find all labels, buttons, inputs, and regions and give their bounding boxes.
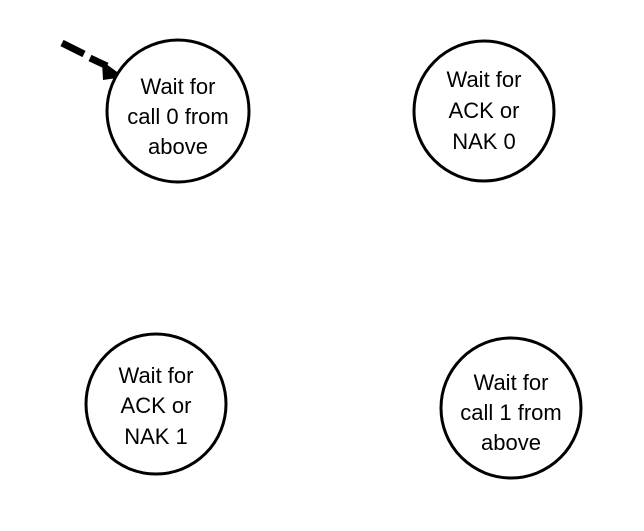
state-label-line-1: Wait for <box>119 363 194 388</box>
state-circle[interactable] <box>439 336 583 480</box>
state-wait-ack-or-nak-0[interactable]: Wait for ACK or NAK 0 <box>412 39 556 183</box>
state-circle[interactable] <box>84 332 228 476</box>
state-label-line-2: ACK or <box>449 98 520 123</box>
state-label-line-2: ACK or <box>121 393 192 418</box>
initial-arrow-dash-1 <box>60 39 86 58</box>
state-label-line-3: NAK 1 <box>124 424 188 449</box>
state-label-line-3: above <box>481 430 541 455</box>
state-label-line-1: Wait for <box>474 370 549 395</box>
state-label-line-2: call 0 from <box>127 104 228 129</box>
state-circle[interactable] <box>412 39 556 183</box>
state-wait-call-0-from-above[interactable]: Wait for call 0 from above <box>105 38 251 184</box>
state-label-line-3: above <box>148 134 208 159</box>
state-wait-call-1-from-above[interactable]: Wait for call 1 from above <box>439 336 583 480</box>
state-circle[interactable] <box>105 38 251 184</box>
state-label-line-2: call 1 from <box>460 400 561 425</box>
state-wait-ack-or-nak-1[interactable]: Wait for ACK or NAK 1 <box>84 332 228 476</box>
state-label-line-3: NAK 0 <box>452 129 516 154</box>
initial-state-arrow <box>60 39 124 80</box>
state-label-line-1: Wait for <box>141 74 216 99</box>
state-label-line-1: Wait for <box>447 67 522 92</box>
